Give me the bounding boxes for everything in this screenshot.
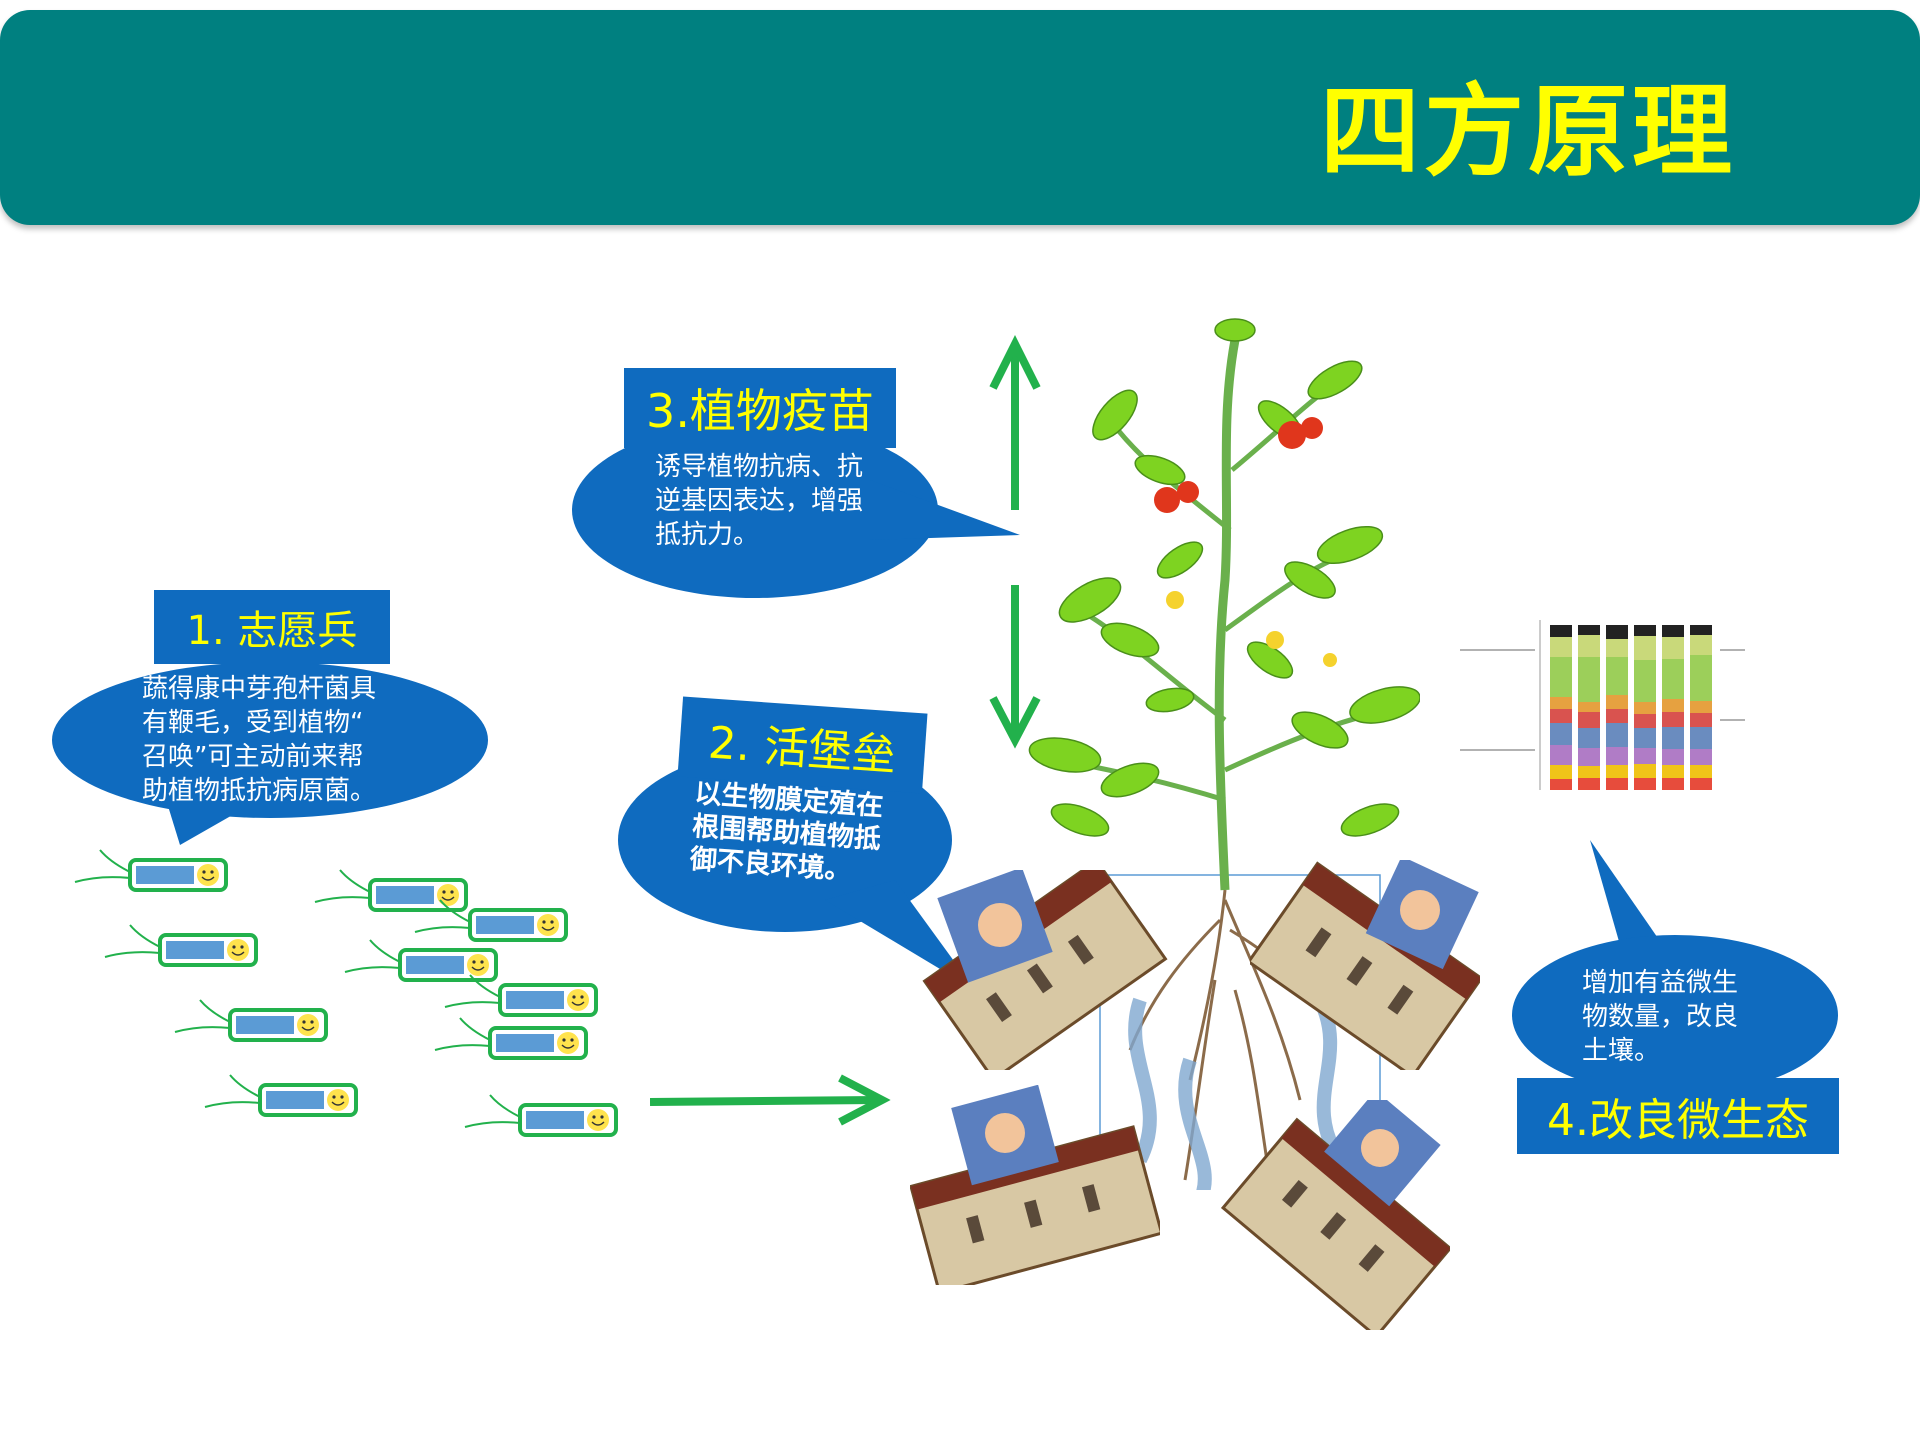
text-line: 抵抗力。: [655, 520, 760, 550]
fortress-bottom-right: [1220, 1100, 1450, 1330]
soldier-icon: [985, 1113, 1025, 1153]
title-bar: [0, 10, 1920, 225]
text-line: 增加有益微生: [1582, 968, 1739, 998]
text-line: 物数量，改良: [1582, 1002, 1739, 1032]
fortress-bottom-left: [910, 1085, 1160, 1285]
arrow-right: [650, 1074, 891, 1126]
text-microecology: 增加有益微生 物数量，改良 土壤。: [1582, 966, 1782, 1068]
bubble-volunteers: [52, 662, 488, 845]
microbial-abundance-chart-thumbnail: [1460, 620, 1745, 790]
text-living-fortress: 以生物膜定殖在 根围帮助植物抵 御不良环境。: [689, 777, 925, 892]
page-title: 四方原理: [1320, 73, 1736, 190]
text-line: 土壤。: [1582, 1036, 1661, 1066]
text-volunteers: 蔬得康中芽孢杆菌具 有鞭毛，受到植物“ 召唤”可主动前来帮 助植物抵抗病原菌。: [142, 672, 412, 808]
text-line: 蔬得康中芽孢杆菌具: [142, 674, 377, 704]
text-line: 逆基因表达，增强: [655, 486, 864, 516]
bacterium: [103, 923, 258, 967]
bacterium: [73, 848, 228, 892]
soldier-icon: [978, 903, 1022, 947]
bubble-microecology: [1512, 840, 1838, 1095]
bacterium: [463, 1093, 618, 1137]
text-line: 有鞭毛，受到植物“: [142, 708, 364, 738]
text-line: 助植物抵抗病原菌。: [142, 776, 377, 806]
arrows-vertical: [989, 335, 1041, 749]
text-line: 诱导植物抗病、抗: [655, 452, 864, 482]
bacterium: [203, 1073, 358, 1117]
bubble-vaccine: [572, 422, 1020, 598]
label-volunteers: 1. 志愿兵: [154, 590, 390, 664]
soldier-icon: [1361, 1129, 1399, 1167]
fortress-top-right: [1250, 860, 1480, 1070]
bacterium: [343, 938, 498, 982]
fortress-top-left: [922, 870, 1168, 1070]
label-improve-microecology: 4.改良微生态: [1517, 1078, 1839, 1154]
soldier-icon: [1400, 890, 1440, 930]
tomato-plant-illustration: [1028, 318, 1420, 1190]
label-plant-vaccine: 3.植物疫苗: [624, 368, 896, 448]
text-line: 召唤”可主动前来帮: [142, 742, 364, 772]
bubble-fortress: [618, 748, 975, 990]
bacterium: [433, 1016, 588, 1060]
bacteria-group: [73, 848, 618, 1137]
text-plant-vaccine: 诱导植物抗病、抗 逆基因表达，增强 抵抗力。: [655, 450, 905, 552]
bacterium: [173, 998, 328, 1042]
